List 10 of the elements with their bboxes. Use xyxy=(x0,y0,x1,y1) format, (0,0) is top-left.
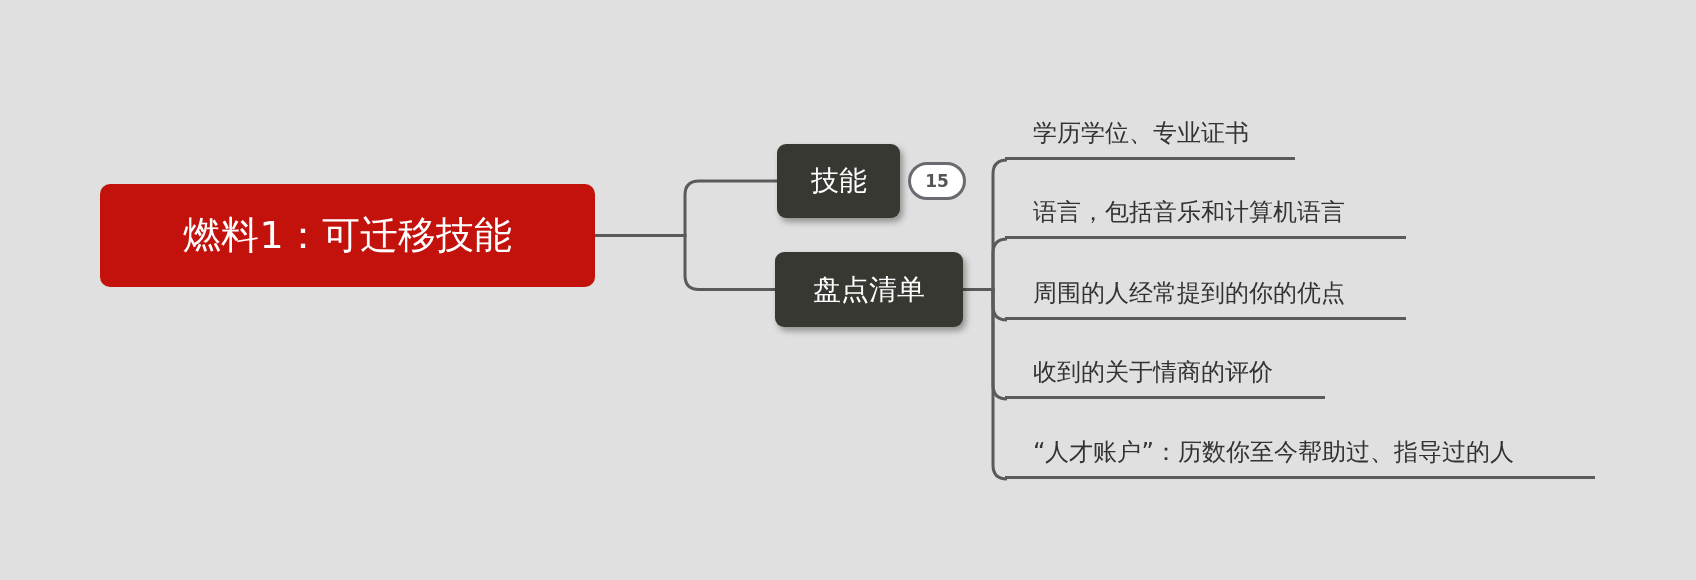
connector-line xyxy=(595,234,775,291)
list-item: 语言，包括音乐和计算机语言 xyxy=(1005,196,1406,239)
topic-box: 盘点清单 xyxy=(775,252,963,327)
topic-box: 技能 xyxy=(777,144,900,218)
root-box: 燃料1：可迁移技能 xyxy=(100,184,595,287)
list-item: “人才账户”：历数你至今帮助过、指导过的人 xyxy=(1005,436,1595,479)
list-item: 收到的关于情商的评价 xyxy=(1005,356,1325,399)
list-item: 周围的人经常提到的你的优点 xyxy=(1005,277,1406,320)
list-item: 学历学位、专业证书 xyxy=(1005,117,1295,160)
count-badge: 15 xyxy=(908,162,966,200)
